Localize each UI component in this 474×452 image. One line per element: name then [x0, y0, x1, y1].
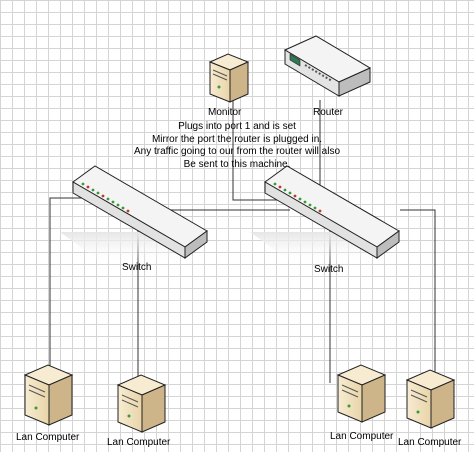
switch-right-leds	[273, 182, 322, 213]
lan-computer-1-icon	[23, 364, 74, 426]
link-left-switch-lan1	[49, 197, 100, 383]
lan-computer-2-icon	[116, 374, 167, 433]
router-body-icon	[283, 35, 372, 97]
lan-computer-4-label: Lan Computer	[398, 437, 462, 448]
link-right-switch-lan4	[400, 209, 436, 378]
note-line-4: Be sent to this machine.	[183, 158, 291, 170]
switch-right-icon	[264, 165, 400, 259]
monitor-label: Monitor	[208, 107, 242, 118]
switch-right-label: Switch	[314, 264, 344, 275]
router-label: Router	[313, 107, 344, 118]
note-line-2: Mirror the port the router is plugged in…	[151, 133, 323, 145]
switch-left-leds	[81, 182, 130, 213]
monitor-note: Plugs into port 1 and is set Mirror the …	[107, 121, 367, 171]
lan-computer-1-label: Lan Computer	[16, 432, 80, 443]
note-line-3: Any traffic going to our from the router…	[133, 146, 341, 157]
switch-left-icon	[72, 165, 208, 259]
switch-left-label: Switch	[122, 262, 152, 273]
lan-computer-4-icon	[405, 369, 456, 429]
link-monitor-right-switch	[232, 100, 292, 201]
lan-computer-2-label: Lan Computer	[107, 437, 171, 448]
lan-computer-3-icon	[336, 364, 387, 423]
monitor-server-icon	[208, 53, 250, 103]
lan-computer-3-label: Lan Computer	[330, 431, 394, 442]
note-line-1: Plugs into port 1 and is set	[178, 121, 296, 132]
